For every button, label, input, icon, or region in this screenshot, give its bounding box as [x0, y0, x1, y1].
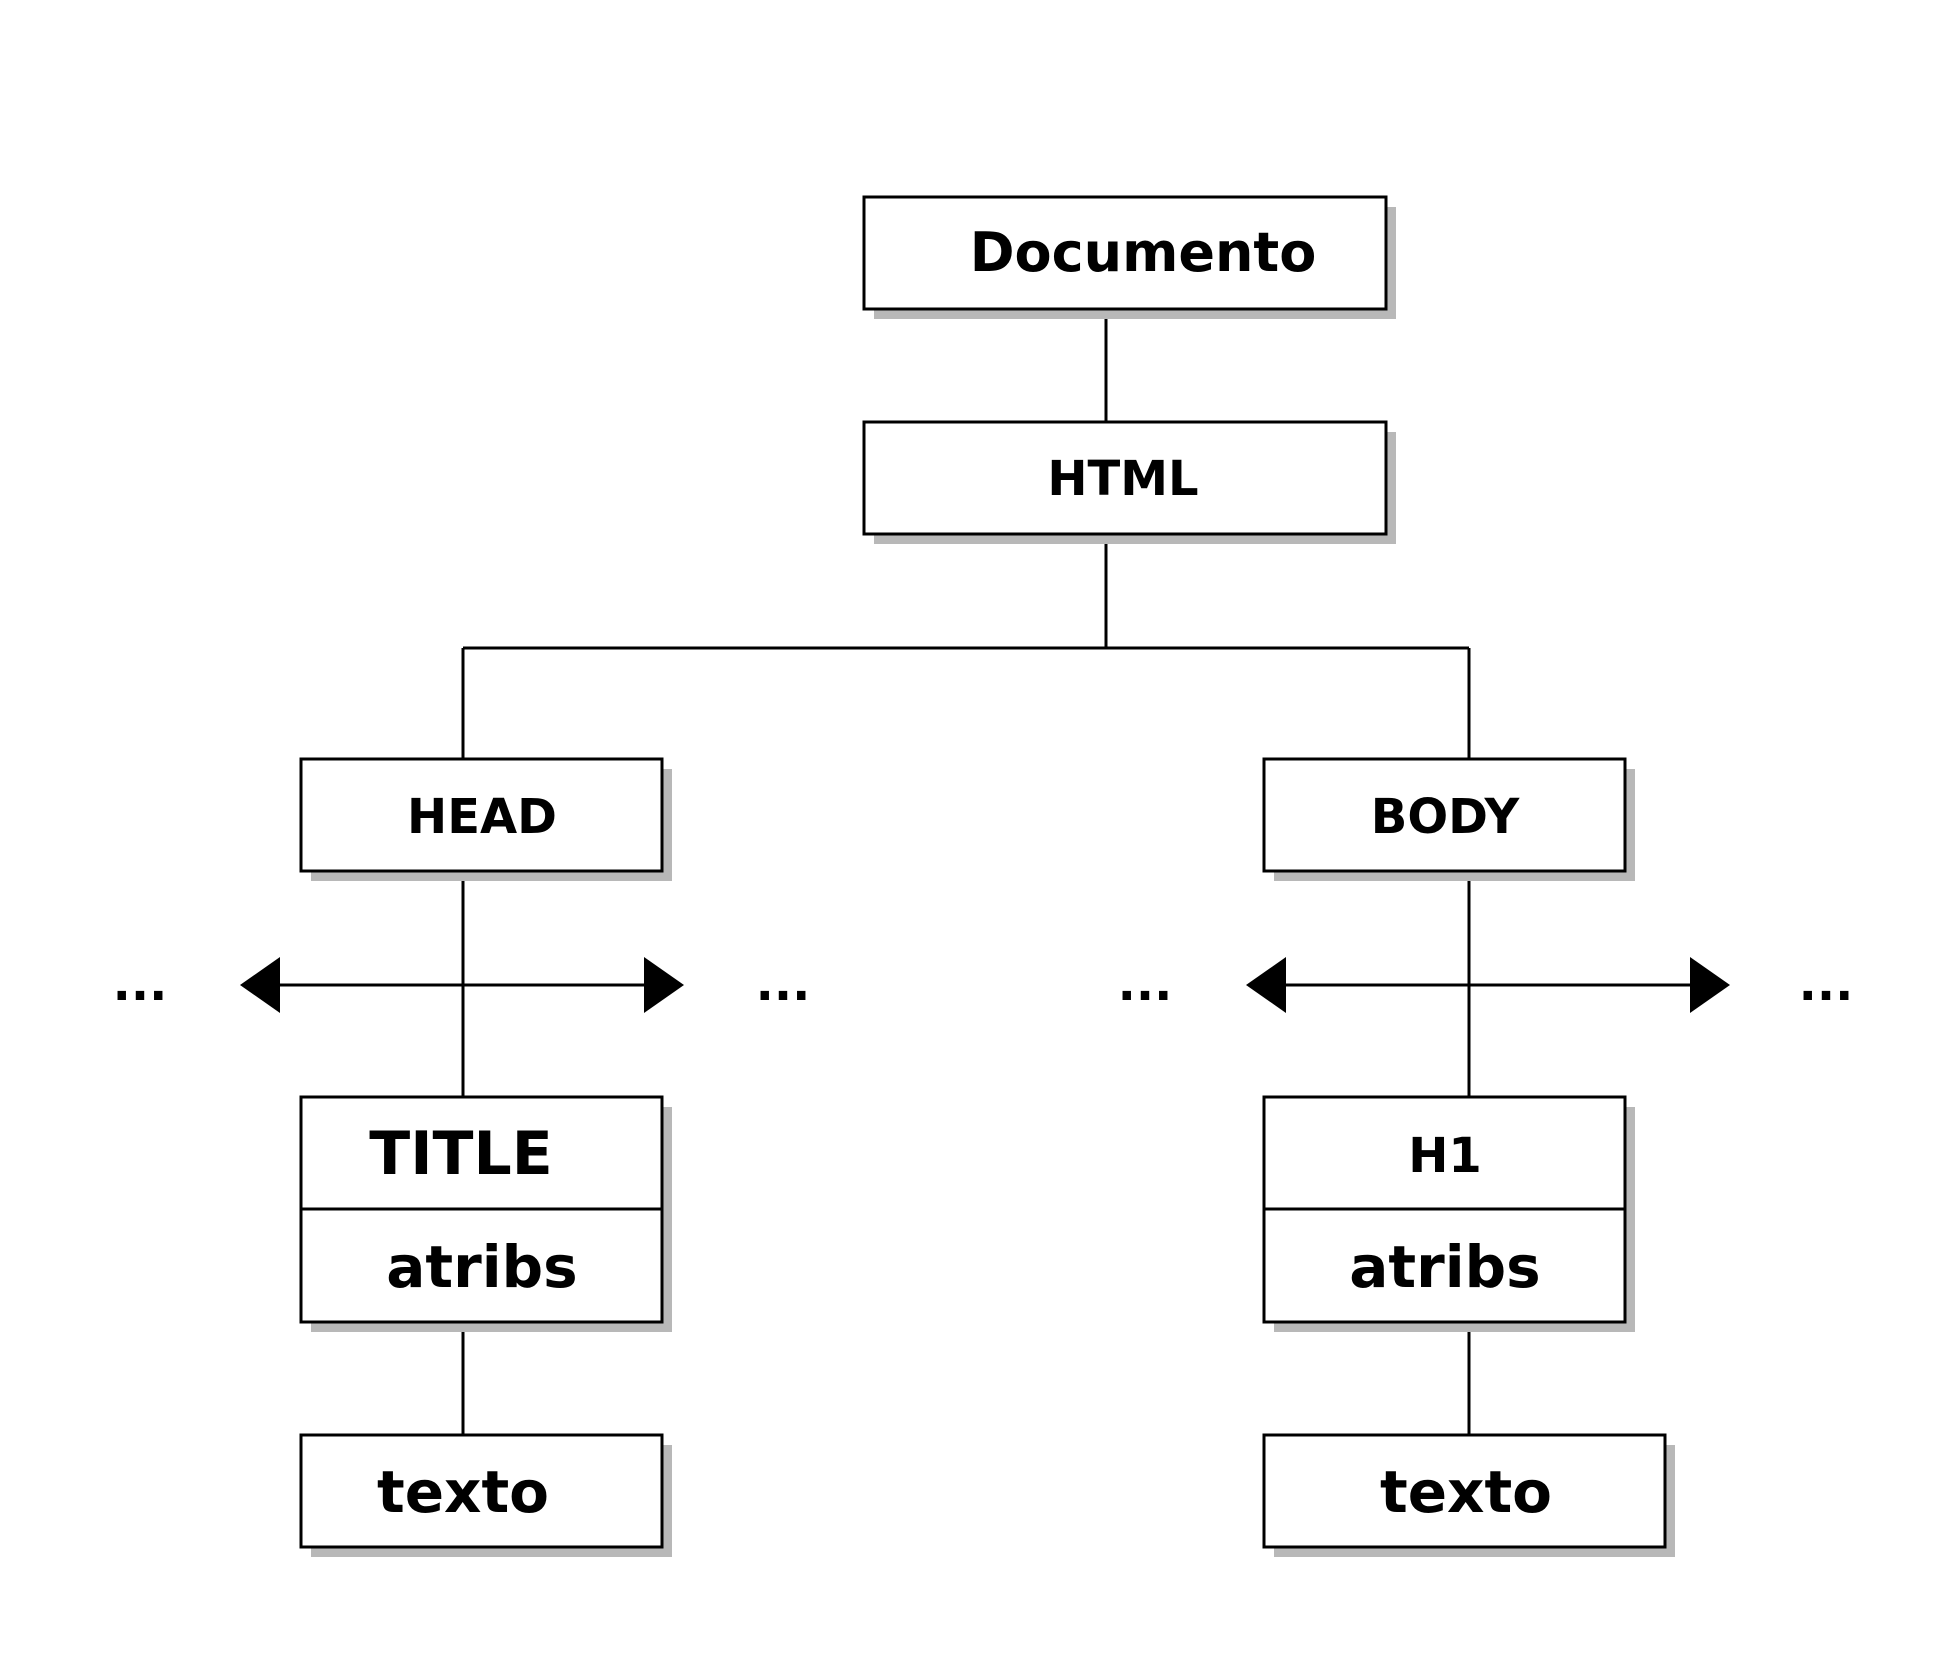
node-head: HEAD — [299, 757, 672, 881]
node-body-label: BODY — [1371, 789, 1521, 845]
node-documento-label: Documento — [970, 221, 1317, 284]
node-html-label: HTML — [1047, 451, 1198, 507]
node-title-attrs-label: atribs — [386, 1233, 577, 1301]
node-documento: Documento — [862, 195, 1396, 319]
node-title-texto-label: texto — [377, 1458, 549, 1526]
node-title: TITLE atribs — [299, 1095, 672, 1332]
arrow-left-icon — [1246, 957, 1286, 1013]
arrow-left-icon — [240, 957, 280, 1013]
ellipsis-right-of-head: ... — [756, 956, 811, 1012]
ellipsis-left-of-body: ... — [1118, 956, 1173, 1012]
ellipsis-left-of-head: ... — [113, 956, 168, 1012]
sibling-arrow-body — [1246, 957, 1730, 1013]
node-h1-texto: texto — [1262, 1433, 1675, 1557]
node-html: HTML — [862, 420, 1396, 544]
node-h1-attrs-label: atribs — [1349, 1233, 1540, 1301]
node-h1: H1 atribs — [1262, 1095, 1635, 1332]
sibling-arrow-head — [240, 957, 684, 1013]
node-title-label: TITLE — [369, 1119, 552, 1189]
node-h1-texto-label: texto — [1380, 1458, 1552, 1526]
arrow-right-icon — [644, 957, 684, 1013]
ellipsis-right-of-body: ... — [1799, 956, 1854, 1012]
node-title-texto: texto — [299, 1433, 672, 1557]
node-head-label: HEAD — [407, 789, 557, 845]
node-body: BODY — [1262, 757, 1635, 881]
node-h1-label: H1 — [1408, 1128, 1482, 1184]
arrow-right-icon — [1690, 957, 1730, 1013]
